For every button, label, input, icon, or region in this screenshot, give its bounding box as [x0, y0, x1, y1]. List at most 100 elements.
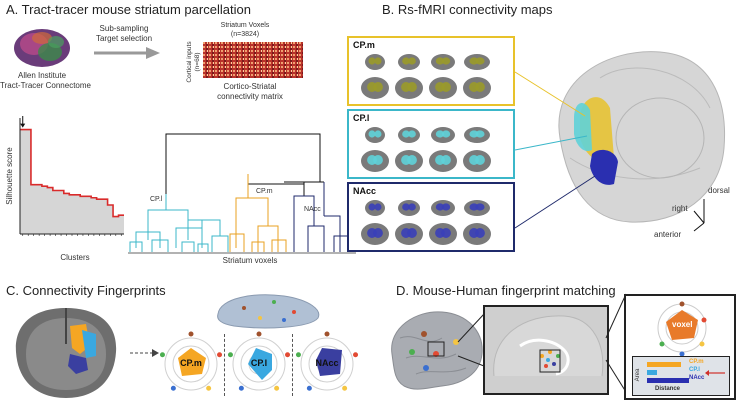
slice-overlay	[441, 203, 451, 211]
region-dot	[295, 352, 301, 358]
slice-overlay	[475, 203, 485, 211]
radar-ring	[172, 345, 210, 383]
slice-overlay	[441, 228, 451, 238]
human-brain-image	[391, 311, 483, 390]
fingerprint-separator	[292, 334, 293, 396]
slice-overlay	[441, 130, 451, 138]
region-dot	[285, 352, 291, 358]
slice-grid	[361, 200, 491, 245]
3d-brain-render	[558, 51, 726, 223]
bar-label-cpm: CP.m	[689, 359, 704, 365]
region-dot	[159, 352, 165, 358]
radar-ring	[164, 337, 218, 391]
bar-label-nacc: NAcc	[689, 375, 705, 381]
axis-anterior: anterior	[654, 230, 682, 239]
fingerprint-label: CP.m	[180, 358, 202, 368]
arrow-label-1: Sub-sampling	[99, 24, 149, 33]
fingerprint-shape	[316, 348, 342, 376]
zoom-lines-2	[605, 293, 627, 393]
slice-overlay	[475, 57, 485, 65]
slice-overlay	[407, 82, 417, 92]
slice-overlay	[475, 228, 485, 238]
slice-overlay	[407, 228, 417, 238]
bar-axis-x: Distance	[655, 386, 681, 392]
arrow-label-2: Target selection	[95, 34, 153, 43]
silhouette-area	[20, 129, 124, 234]
slice-overlay	[441, 57, 451, 65]
axis-dorsal: dorsal	[708, 186, 730, 195]
region-dot	[188, 331, 194, 337]
region-dot	[274, 385, 280, 391]
radar-ring	[232, 337, 286, 391]
source-line-2: Tract-Tracer Connectome	[0, 81, 91, 90]
fingerprint-cpm: CP.m	[159, 326, 223, 402]
distance-chart: Area CP.m CP.l NAcc Distance	[632, 356, 730, 396]
slice-overlay	[435, 57, 445, 65]
box-cpl-label: CP.l	[353, 113, 370, 123]
fingerprint-label: CP.l	[250, 358, 268, 368]
region-dot	[170, 385, 176, 391]
dendro-xlabel: Striatum voxels	[222, 256, 278, 265]
silhouette-ylabel: Silhouette score	[5, 147, 14, 205]
slice-overlay	[408, 203, 416, 211]
box-cpm: CP.m	[347, 36, 515, 106]
box-cpl: CP.l	[347, 109, 515, 179]
dendro-label-nacc: NAcc	[304, 206, 321, 213]
slice-overlay	[408, 57, 416, 65]
slice-overlay	[402, 130, 410, 138]
dashed-arrow	[130, 349, 159, 357]
region-dot	[206, 385, 212, 391]
region-dot	[324, 331, 330, 337]
fingerprint-radar	[295, 331, 359, 391]
silhouette-chart: Silhouette score	[5, 116, 124, 236]
fingerprint-radar	[227, 331, 291, 391]
slice-overlay	[441, 82, 451, 92]
slice-overlay	[402, 57, 410, 65]
box-nacc: NAcc	[347, 182, 515, 252]
matrix-caption-2: connectivity matrix	[217, 92, 283, 101]
box-cpm-label: CP.m	[353, 40, 375, 50]
silhouette-plot-area	[19, 116, 124, 236]
slice-overlay	[435, 130, 445, 138]
radar-ring	[308, 345, 346, 383]
matrix-top-1: Striatum Voxels	[220, 22, 270, 29]
slice-overlay	[441, 155, 451, 165]
dendro-label-cpl: CP.l	[150, 196, 163, 203]
slice-grid	[361, 54, 491, 99]
voxel-label: voxel	[672, 320, 693, 329]
region-dot	[342, 385, 348, 391]
matrix-side-label: Cortical inputs (n=68)	[186, 41, 201, 83]
region-dot	[256, 331, 262, 337]
slice-grid	[361, 127, 491, 172]
slice-overlay	[368, 57, 376, 65]
matrix-side-2: (n=68)	[194, 53, 201, 72]
slice-overlay	[368, 130, 376, 138]
region-dot	[227, 352, 233, 358]
orientation-axes	[693, 199, 705, 232]
slice-overlay	[407, 155, 417, 165]
matrix-side-1: Cortical inputs	[186, 41, 193, 83]
connectivity-matrix	[203, 42, 303, 78]
slice-overlay	[402, 203, 410, 211]
slice-overlay	[374, 203, 382, 211]
zoom-lines	[457, 313, 485, 367]
region-dot	[238, 385, 244, 391]
bar-axis-y: Area	[635, 368, 641, 381]
mouse-brain-3d-small	[217, 294, 320, 329]
process-arrow	[94, 47, 160, 59]
slice-overlay	[374, 130, 382, 138]
slice-overlay	[475, 130, 485, 138]
source-line-1: Allen Institute	[17, 71, 67, 80]
region-dot	[217, 352, 223, 358]
axis-right: right	[672, 204, 688, 213]
slice-overlay	[475, 82, 485, 92]
matrix-caption-1: Cortico-Striatal	[223, 82, 277, 91]
box-nacc-label: NAcc	[353, 186, 377, 196]
silhouette-xlabel: Clusters	[60, 253, 90, 262]
panel-b-title: B. Rs-fMRI connectivity maps	[382, 2, 553, 17]
radar-ring	[300, 337, 354, 391]
detail-box: voxel Area CP.m CP.l NAcc Distance	[624, 294, 736, 400]
box-connectors	[514, 71, 596, 229]
fingerprint-separator	[224, 334, 225, 396]
mouse-brain-image	[14, 29, 70, 67]
